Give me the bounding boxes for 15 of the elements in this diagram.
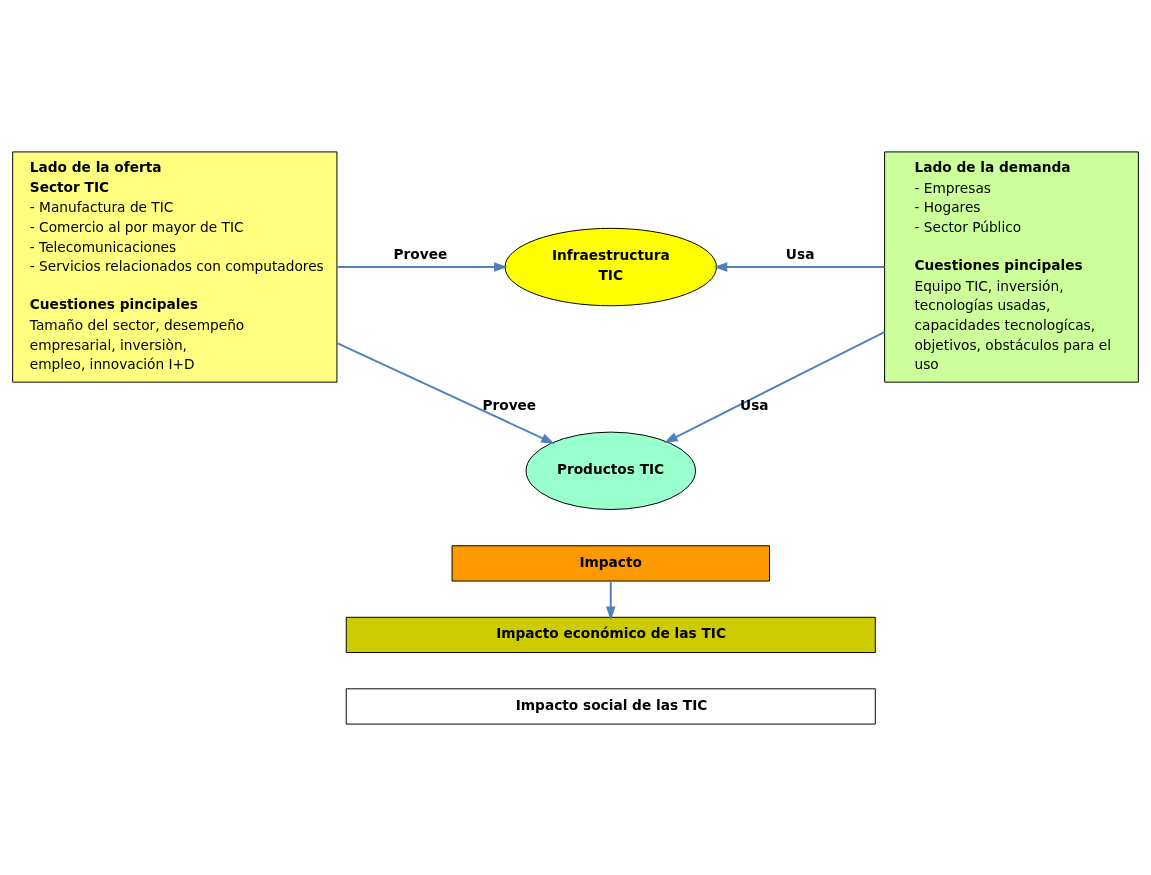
node-box: Impacto social de las TIC: [345, 687, 876, 725]
node-box: Lado de la demanda - Empresas - Hogares - Sector Público Cuestiones pincipales Equipo TIC, inversión, tecnologías usadas, capacidades tecnologícas, objetivos, obstáculos para el uso: [884, 150, 1139, 383]
node-ellipse: Infraestructura TIC: [504, 227, 717, 306]
node-box: Lado de la oferta Sector TIC - Manufactura de TIC - Comercio al por mayor de TIC - Telecomunicaciones - Servicios relacionados con computadores Cuestiones pincipales Tamaño del sector, desempeño empresarial, inversiòn, empleo, innovación I+D: [12, 150, 338, 383]
edge-label: Provee: [393, 245, 448, 262]
edge-label: Usa: [740, 396, 769, 413]
arrow: [713, 261, 886, 272]
arrow: [605, 579, 616, 620]
edge-label: Usa: [785, 245, 815, 262]
node-box: Impacto económico de las TIC: [345, 616, 876, 653]
arrow: [336, 341, 555, 444]
node-box: Impacto: [451, 544, 770, 582]
edge-label: Provee: [482, 396, 537, 413]
arrow: [664, 330, 886, 443]
arrow: [336, 261, 508, 272]
